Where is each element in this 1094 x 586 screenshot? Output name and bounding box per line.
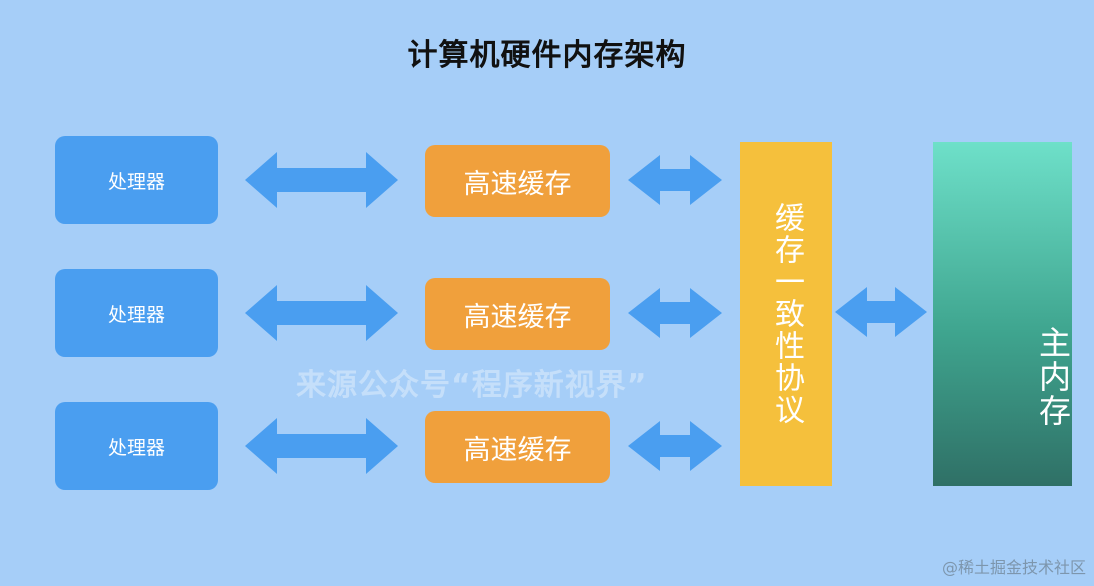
processor-box-3: 处理器 [55,402,218,490]
double-arrow-cache-coherence-1 [628,155,722,205]
site-credit: @稀土掘金技术社区 [941,558,1086,577]
cache-coherence-protocol-label: 缓存一致性协议 [769,202,804,426]
source-watermark: 来源公众号“程序新视界” [296,368,648,403]
processor-box-1: 处理器 [55,136,218,224]
main-memory-label: 主内存 [1034,325,1072,428]
cache-box-3: 高速缓存 [425,411,610,483]
cache-box-1: 高速缓存 [425,145,610,217]
processor-box-2: 处理器 [55,269,218,357]
cache-coherence-protocol-bar: 缓存一致性协议 [740,142,832,486]
double-arrow-coherence-memory [835,287,927,337]
double-arrow-cache-coherence-2 [628,288,722,338]
diagram-title: 计算机硬件内存架构 [407,38,687,73]
double-arrow-cache-coherence-3 [628,421,722,471]
double-arrow-cpu-cache-1 [245,152,398,208]
double-arrow-cpu-cache-3 [245,418,398,474]
double-arrow-cpu-cache-2 [245,285,398,341]
cache-box-2: 高速缓存 [425,278,610,350]
main-memory-box: 主内存 [933,142,1072,486]
